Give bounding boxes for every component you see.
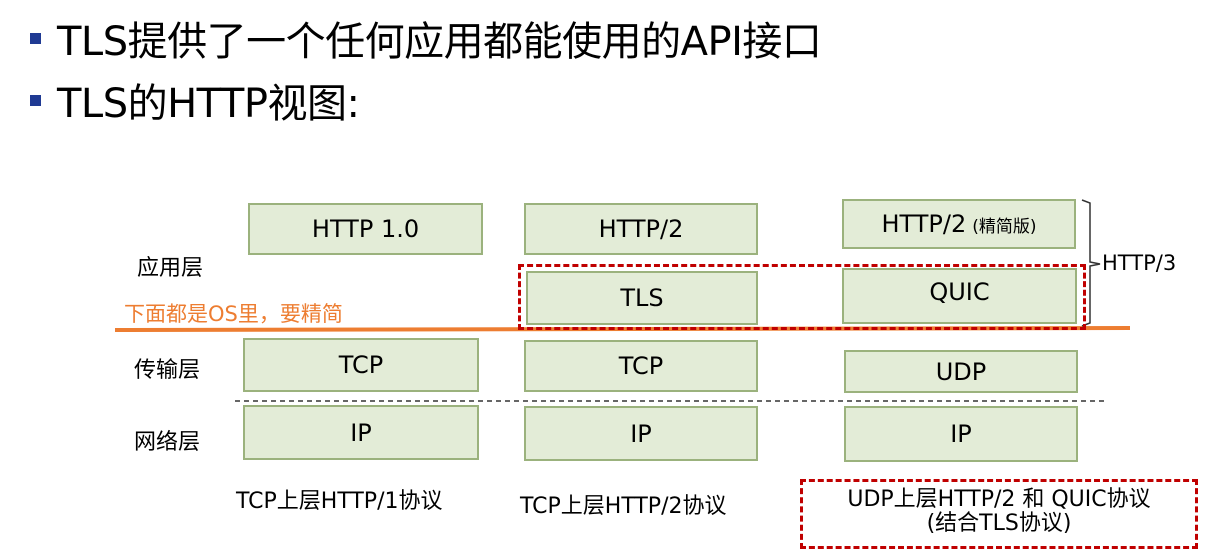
box-tcp-col1: TCP (243, 338, 479, 392)
tls-quic-group (518, 264, 1086, 330)
box-ip-col2: IP (524, 406, 758, 461)
box-ip-col2-label: IP (630, 419, 652, 448)
http3-bracket (1081, 199, 1101, 327)
caption-col3: UDP上层HTTP/2 和 QUIC协议 (结合TLS协议) (804, 488, 1194, 536)
caption-col1: TCP上层HTTP/1协议 (236, 489, 443, 514)
box-quic: QUIC (842, 268, 1077, 324)
box-http2-lite: HTTP/2 (精简版) (842, 199, 1076, 249)
box-tcp-col2-label: TCP (618, 352, 664, 380)
bullet-line-1: TLS提供了一个任何应用都能使用的API接口 (30, 8, 822, 68)
bullet-text-2: TLS的HTTP视图: (57, 81, 360, 127)
bullet-text-1: TLS提供了一个任何应用都能使用的API接口 (57, 19, 822, 65)
box-http2-lite-sublabel: (精简版) (972, 216, 1037, 237)
box-ip-col1-label: IP (350, 418, 372, 447)
box-udp-label: UDP (935, 357, 987, 386)
caption-col3-line2: (结合TLS协议) (926, 511, 1072, 536)
box-udp: UDP (844, 350, 1078, 393)
box-tcp-col2: TCP (524, 340, 758, 392)
box-quic-label: QUIC (929, 278, 990, 306)
box-ip-col1: IP (243, 405, 479, 460)
box-http2-lite-label: HTTP/2 (881, 210, 967, 238)
layer-label-transport: 传输层 (134, 358, 201, 383)
box-ip-col3-label: IP (950, 420, 972, 448)
box-tcp-col1-label: TCP (338, 351, 384, 379)
caption-col3-line1: UDP上层HTTP/2 和 QUIC协议 (847, 487, 1151, 512)
caption-col3-frame (800, 479, 1198, 549)
box-tls-label: TLS (620, 284, 664, 312)
caption-col2: TCP上层HTTP/2协议 (520, 494, 727, 519)
bullet-square-icon (30, 32, 41, 44)
box-tls: TLS (526, 271, 758, 325)
box-http10: HTTP 1.0 (248, 203, 483, 255)
box-http2: HTTP/2 (524, 203, 758, 255)
http3-label: HTTP/3 (1102, 251, 1177, 275)
bullet-square-icon (30, 94, 41, 106)
box-http2-label: HTTP/2 (598, 215, 684, 243)
box-ip-col3: IP (844, 406, 1078, 462)
box-http10-label: HTTP 1.0 (311, 215, 420, 243)
layer-label-application: 应用层 (137, 256, 204, 281)
layer-label-network: 网络层 (134, 430, 201, 455)
os-note: 下面都是OS里，要精简 (124, 302, 343, 326)
bullet-line-2: TLS的HTTP视图: (30, 70, 360, 130)
